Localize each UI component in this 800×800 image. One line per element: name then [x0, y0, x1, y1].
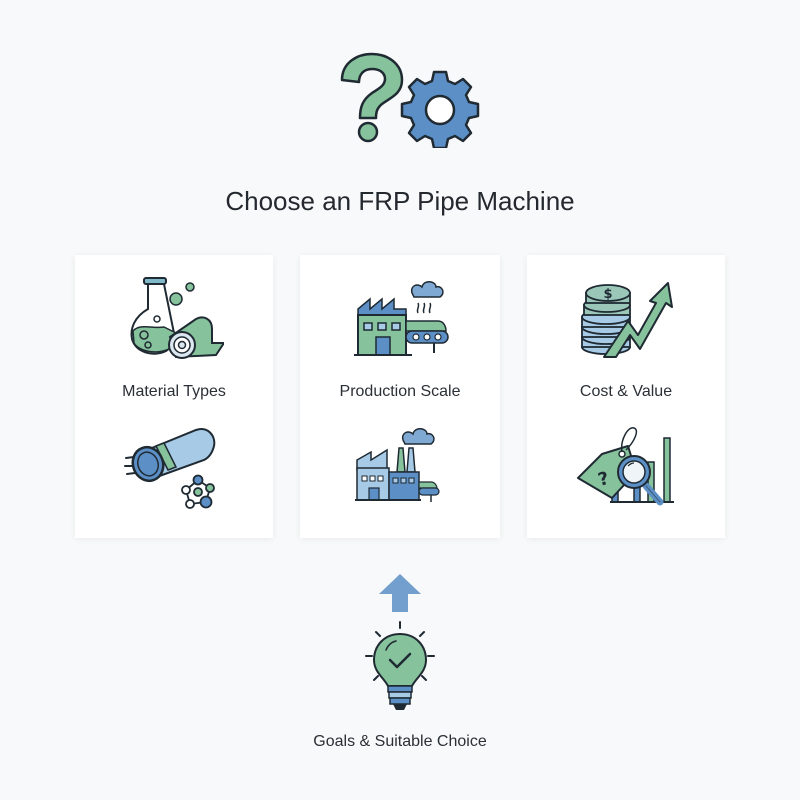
up-arrow-icon	[377, 572, 423, 614]
card-label: Material Types	[122, 383, 226, 400]
gear-icon	[400, 70, 480, 150]
svg-text:$: $	[603, 287, 612, 302]
card-label: Cost & Value	[579, 383, 673, 400]
card-material-types: Material Types	[75, 255, 273, 538]
small-factory-icon	[355, 420, 455, 515]
card-label: Production Scale	[339, 383, 461, 400]
price-tag-magnifier-chart-icon: ?	[576, 420, 676, 515]
lightbulb-check-icon	[362, 620, 438, 715]
question-mark-icon	[340, 52, 404, 143]
card-cost-value: $ Cost & Value ?	[527, 255, 725, 538]
pipe-and-molecule-icon	[124, 420, 224, 515]
coins-with-rising-arrow-icon: $	[576, 273, 676, 363]
header-icons	[330, 48, 480, 150]
page-title: Choose an FRP Pipe Machine	[225, 186, 575, 216]
factory-with-conveyor-icon	[352, 273, 452, 363]
goals-label: Goals & Suitable Choice	[313, 733, 487, 750]
card-production-scale: Production Scale	[300, 255, 500, 538]
flask-and-fabric-roll-icon	[124, 273, 226, 363]
